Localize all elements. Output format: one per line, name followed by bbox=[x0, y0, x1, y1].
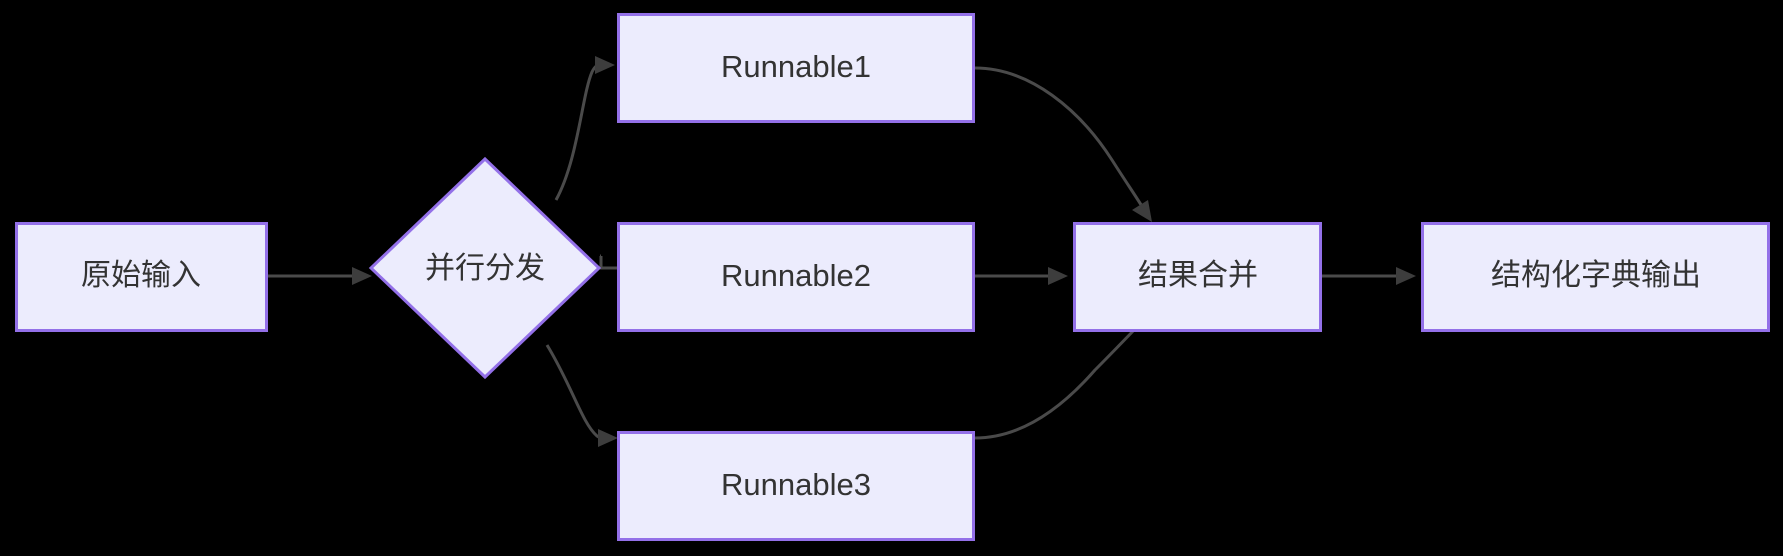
arrowhead-icon bbox=[1396, 267, 1416, 285]
node-dispatch-shape[interactable] bbox=[368, 156, 602, 380]
node-runnable1-shape[interactable] bbox=[617, 13, 975, 123]
node-runnable2[interactable]: Runnable2 bbox=[617, 222, 975, 332]
edge-line bbox=[545, 344, 604, 440]
node-merge-label: 结果合并 bbox=[1138, 259, 1258, 292]
node-runnable1-label: Runnable1 bbox=[721, 49, 871, 84]
node-output-shape[interactable] bbox=[1421, 222, 1770, 332]
node-runnable3-shape[interactable] bbox=[617, 431, 975, 541]
arrowhead-icon bbox=[1048, 267, 1068, 285]
node-runnable3[interactable]: Runnable3 bbox=[617, 431, 975, 541]
node-output-label: 结构化字典输出 bbox=[1491, 259, 1701, 292]
node-runnable1[interactable]: Runnable1 bbox=[617, 13, 975, 123]
edge-line-joint bbox=[599, 254, 603, 270]
arrowhead-icon bbox=[352, 267, 372, 285]
edge-runnable2-to-merge bbox=[975, 267, 1068, 285]
node-merge-shape[interactable] bbox=[1073, 222, 1322, 332]
node-dispatch-label: 并行分发 bbox=[425, 252, 545, 285]
node-input-label: 原始输入 bbox=[81, 259, 201, 292]
node-input[interactable]: 原始输入 bbox=[15, 222, 268, 332]
edge-dispatch-to-runnable3 bbox=[545, 344, 618, 447]
node-output[interactable]: 结构化字典输出 bbox=[1421, 222, 1770, 332]
arrowhead-icon bbox=[598, 429, 618, 447]
edge-merge-to-output bbox=[1322, 267, 1416, 285]
edge-line bbox=[554, 63, 601, 201]
node-runnable2-shape[interactable] bbox=[617, 222, 975, 332]
edge-line bbox=[974, 66, 1145, 209]
node-runnable3-label: Runnable3 bbox=[721, 467, 871, 502]
edge-input-to-dispatch bbox=[268, 267, 372, 285]
nodes-layer: 原始输入 并行分发 Runnable1 Runnable2 Runnable3 bbox=[15, 13, 1770, 541]
node-merge[interactable]: 结果合并 bbox=[1073, 222, 1322, 332]
edge-runnable1-to-merge bbox=[974, 66, 1152, 222]
edge-dispatch-to-runnable1 bbox=[554, 56, 615, 201]
node-dispatch[interactable]: 并行分发 bbox=[368, 156, 602, 380]
edge-line bbox=[974, 322, 1142, 440]
arrowhead-icon bbox=[1132, 200, 1152, 222]
node-runnable2-label: Runnable2 bbox=[721, 258, 871, 293]
arrowhead-icon bbox=[595, 56, 615, 74]
node-input-shape[interactable] bbox=[15, 222, 268, 332]
